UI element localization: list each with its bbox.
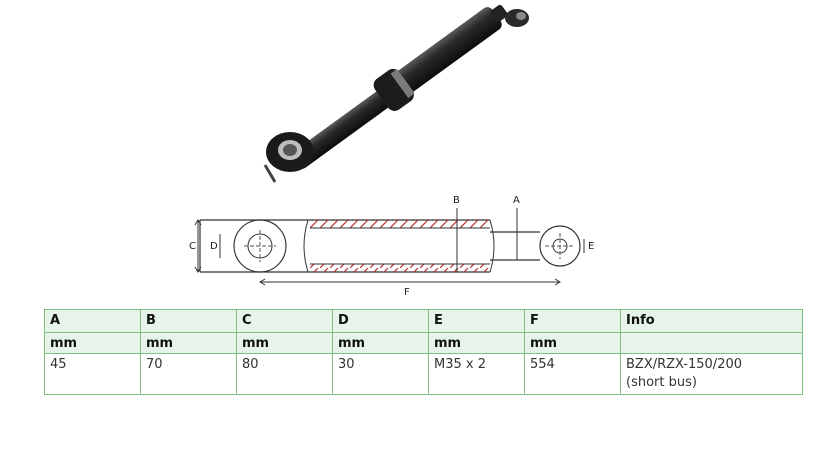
specification-table: A B C D E F Info mm mm mm mm mm mm 45 70… xyxy=(44,309,803,395)
hydraulic-cylinder-photo xyxy=(263,4,529,183)
cell-e: M35 x 2 xyxy=(428,353,525,395)
dim-label-d: D xyxy=(210,241,218,252)
dim-label-c: C xyxy=(189,241,196,252)
col-header-e: E xyxy=(428,309,525,333)
unit-b: mm xyxy=(140,332,237,354)
info-line-2: (short bus) xyxy=(626,375,697,390)
dim-label-b: B xyxy=(453,195,460,206)
col-header-a: A xyxy=(44,309,141,333)
unit-d: mm xyxy=(332,332,429,354)
cell-b: 70 xyxy=(140,353,237,395)
unit-info xyxy=(620,332,803,354)
unit-e: mm xyxy=(428,332,525,354)
info-line-1: BZX/RZX-150/200 xyxy=(626,357,743,372)
header-row: A B C D E F Info xyxy=(44,309,803,333)
table-row: 45 70 80 30 M35 x 2 554 BZX/RZX-150/200 … xyxy=(44,353,803,395)
col-header-d: D xyxy=(332,309,429,333)
cell-c: 80 xyxy=(236,353,333,395)
dim-label-f: F xyxy=(404,287,410,298)
dim-label-a: A xyxy=(513,195,520,206)
unit-c: mm xyxy=(236,332,333,354)
cell-a: 45 xyxy=(44,353,141,395)
dim-label-e: E xyxy=(588,241,594,252)
cell-d: 30 xyxy=(332,353,429,395)
col-header-info: Info xyxy=(620,309,803,333)
cell-info: BZX/RZX-150/200 (short bus) xyxy=(620,353,803,395)
cell-f: 554 xyxy=(524,353,621,395)
unit-f: mm xyxy=(524,332,621,354)
col-header-f: F xyxy=(524,309,621,333)
unit-row: mm mm mm mm mm mm xyxy=(44,332,803,354)
col-header-c: C xyxy=(236,309,333,333)
dimension-drawing: C D B A E F xyxy=(189,195,594,298)
col-header-b: B xyxy=(140,309,237,333)
unit-a: mm xyxy=(44,332,141,354)
